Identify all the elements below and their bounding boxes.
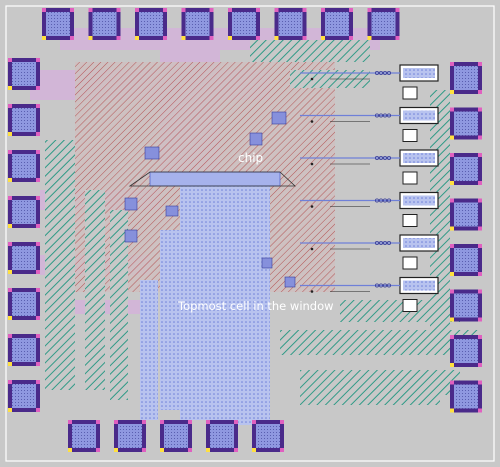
decoder-taper bbox=[128, 171, 297, 187]
pad-top-2[interactable] bbox=[88, 8, 121, 40]
pad-bottom-2[interactable] bbox=[114, 420, 146, 452]
cell-name-label: chip bbox=[238, 151, 263, 165]
pad-bottom-4[interactable] bbox=[206, 420, 238, 452]
pad-right-8[interactable] bbox=[450, 380, 482, 413]
pad-left-7[interactable] bbox=[8, 334, 40, 366]
metal1-bus bbox=[140, 185, 270, 425]
transistor-stack bbox=[300, 149, 439, 185]
pad-left-8[interactable] bbox=[8, 380, 40, 412]
pad-top-1[interactable] bbox=[42, 8, 74, 40]
pad-right-4[interactable] bbox=[450, 198, 482, 231]
transistor-stack bbox=[300, 276, 439, 312]
pad-top-7[interactable] bbox=[321, 8, 353, 40]
transistor-stack bbox=[300, 106, 439, 142]
transistor-stack bbox=[300, 191, 439, 227]
window-hint-label: Topmost cell in the window bbox=[177, 299, 334, 313]
pad-left-4[interactable] bbox=[8, 196, 40, 228]
pad-top-4[interactable] bbox=[181, 8, 214, 40]
transistor-stack bbox=[300, 234, 439, 270]
transistor-stack bbox=[300, 64, 439, 100]
transistor-stacks bbox=[300, 64, 439, 312]
pad-left-6[interactable] bbox=[8, 288, 40, 320]
pad-left-1[interactable] bbox=[8, 58, 40, 90]
pad-bottom-1[interactable] bbox=[68, 420, 100, 452]
chip-boundary bbox=[5, 5, 495, 462]
io-pads bbox=[8, 8, 482, 452]
pad-top-8[interactable] bbox=[367, 8, 400, 40]
pad-right-3[interactable] bbox=[450, 153, 482, 185]
pad-right-1[interactable] bbox=[450, 62, 482, 94]
decoder-block bbox=[149, 171, 281, 187]
pad-top-6[interactable] bbox=[274, 8, 307, 40]
pad-left-2[interactable] bbox=[8, 104, 40, 136]
pad-top-5[interactable] bbox=[228, 8, 260, 40]
pad-right-5[interactable] bbox=[450, 244, 482, 276]
pad-right-2[interactable] bbox=[450, 107, 482, 140]
pad-right-7[interactable] bbox=[450, 335, 482, 367]
pad-bottom-5[interactable] bbox=[252, 420, 284, 452]
small-cells bbox=[124, 111, 296, 288]
pad-left-3[interactable] bbox=[8, 150, 40, 182]
pad-top-3[interactable] bbox=[135, 8, 167, 40]
pad-right-6[interactable] bbox=[450, 289, 482, 322]
pad-left-5[interactable] bbox=[8, 242, 40, 274]
pad-bottom-3[interactable] bbox=[160, 420, 192, 452]
